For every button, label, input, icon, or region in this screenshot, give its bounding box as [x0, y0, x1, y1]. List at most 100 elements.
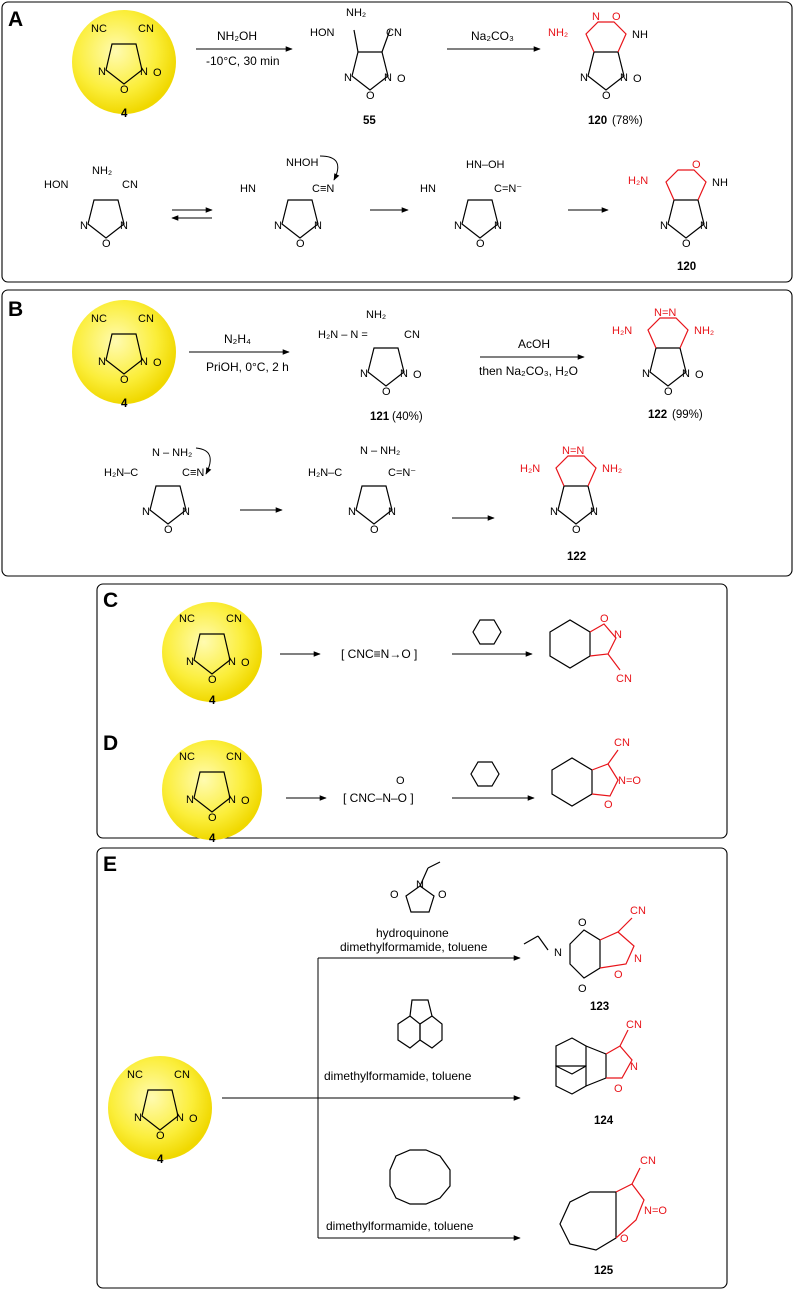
svg-text:N: N	[580, 72, 588, 84]
mech-b-2: N – NH₂ H₂N–C C=N⁻ N N O	[308, 445, 416, 536]
n-ethylmaleimide: N O O	[390, 861, 447, 913]
panel-b-frame	[1, 289, 793, 577]
panel-cd-frame	[96, 583, 728, 839]
reagent-acoh: AcOH	[518, 337, 550, 351]
intermediate-d: [ CNC–N–O ]	[343, 791, 414, 805]
svg-text:N: N	[614, 629, 622, 641]
panel-d-letter: D	[103, 732, 118, 755]
svg-text:N: N	[682, 368, 690, 380]
compound-124: CN N O 124	[555, 1019, 642, 1127]
svg-text:N: N	[660, 220, 668, 232]
svg-text:N: N	[314, 220, 322, 232]
svg-text:123: 123	[590, 1001, 609, 1013]
compound-55: NH₂ HON CN N N O O 55	[310, 7, 406, 127]
mech-b-1: N – NH₂ H₂N–C C≡N N N O	[104, 447, 212, 536]
panel-a-frame	[1, 1, 793, 283]
svg-text:N=O: N=O	[618, 775, 641, 787]
compound-121: NH₂ H₂N – N = CN N N O O 121 (40%)	[318, 309, 423, 423]
svg-text:O: O	[208, 674, 217, 686]
svg-text:N: N	[494, 220, 502, 232]
intermediate-c: [ CNC≡N→O ]	[341, 647, 417, 661]
svg-text:C≡N: C≡N	[182, 467, 204, 479]
svg-text:4: 4	[121, 108, 128, 120]
reagent-na2co3: Na₂CO₃	[471, 29, 514, 43]
svg-text:N: N	[274, 220, 282, 232]
compound-4-e: NC CN N N O O 4	[108, 1056, 212, 1166]
svg-text:NH₂: NH₂	[602, 463, 622, 475]
svg-text:H₂N: H₂N	[612, 325, 632, 337]
svg-text:N: N	[550, 506, 558, 518]
svg-text:O: O	[396, 775, 405, 787]
svg-text:120: 120	[588, 115, 607, 127]
svg-text:N: N	[384, 72, 392, 84]
svg-text:N: N	[186, 656, 194, 668]
panel-a-letter: A	[8, 8, 23, 31]
svg-text:NC: NC	[127, 1069, 143, 1081]
svg-text:O: O	[633, 73, 642, 85]
svg-text:N: N	[228, 656, 236, 668]
svg-text:N: N	[134, 1112, 142, 1124]
reagent-nh2oh: NH₂OH	[217, 29, 257, 43]
svg-text:N – NH₂: N – NH₂	[152, 447, 192, 459]
svg-text:O: O	[664, 386, 673, 398]
svg-text:N: N	[120, 220, 128, 232]
svg-text:N: N	[554, 947, 562, 959]
svg-text:NH₂: NH₂	[694, 325, 714, 337]
svg-text:O: O	[120, 374, 129, 386]
svg-text:N: N	[182, 506, 190, 518]
svg-text:N=O: N=O	[644, 1205, 667, 1217]
svg-text:120: 120	[677, 261, 696, 273]
svg-text:O: O	[189, 1113, 198, 1125]
svg-text:O: O	[241, 657, 250, 669]
svg-text:NC: NC	[179, 613, 195, 625]
svg-text:CN: CN	[226, 613, 242, 625]
svg-text:(99%): (99%)	[672, 409, 703, 421]
svg-text:(40%): (40%)	[392, 411, 423, 423]
svg-text:C=N⁻: C=N⁻	[494, 183, 522, 195]
svg-text:O: O	[620, 1233, 629, 1245]
svg-text:55: 55	[363, 115, 376, 127]
cyclododecene	[389, 1149, 451, 1205]
svg-text:O: O	[241, 795, 250, 807]
svg-text:O: O	[692, 159, 701, 171]
svg-text:O: O	[390, 889, 399, 901]
svg-text:HN: HN	[420, 183, 436, 195]
svg-text:O: O	[102, 238, 111, 250]
svg-text:C=N⁻: C=N⁻	[388, 467, 416, 479]
svg-text:O: O	[476, 238, 485, 250]
svg-text:4: 4	[209, 695, 216, 707]
svg-text:NC: NC	[91, 23, 107, 35]
conditions-b2: then Na₂CO₃, H₂O	[479, 364, 578, 378]
compound-4-a: NC CN N N O O 4	[72, 10, 176, 120]
svg-text:NH₂: NH₂	[346, 7, 366, 19]
svg-text:O: O	[413, 369, 422, 381]
svg-text:O: O	[438, 889, 447, 901]
svg-text:CN: CN	[630, 905, 646, 917]
mech-a-1: NH₂ HON CN N N O	[44, 165, 138, 250]
mech-a-3: HN–OH HN C=N⁻ N N O	[420, 159, 522, 250]
svg-text:O: O	[296, 238, 305, 250]
svg-text:CN: CN	[640, 1155, 656, 1167]
svg-text:N: N	[360, 368, 368, 380]
svg-text:122: 122	[567, 551, 586, 563]
svg-text:O: O	[614, 969, 623, 981]
svg-text:O: O	[600, 613, 609, 625]
svg-text:NH₂: NH₂	[92, 165, 112, 177]
svg-text:O: O	[602, 90, 611, 102]
svg-text:N: N	[454, 220, 462, 232]
svg-text:N: N	[98, 356, 106, 368]
compound-122: H₂N N=N NH₂ N N O O 122 (99%)	[612, 307, 714, 421]
cyclohexene-d	[470, 761, 500, 787]
svg-text:NC: NC	[179, 751, 195, 763]
svg-text:4: 4	[121, 398, 128, 410]
svg-text:CN: CN	[174, 1069, 190, 1081]
mech-b-product-122: H₂N N=N NH₂ N N O 122	[520, 445, 622, 563]
compound-125: CN N=O O 125	[559, 1155, 667, 1277]
compound-4-d: NC CN N N O O 4	[162, 740, 262, 845]
reagent-hydroquinone: hydroquinone	[376, 926, 449, 940]
svg-text:HN–OH: HN–OH	[466, 159, 505, 171]
svg-text:O: O	[366, 90, 375, 102]
svg-text:N: N	[620, 72, 628, 84]
svg-text:O: O	[695, 369, 704, 381]
